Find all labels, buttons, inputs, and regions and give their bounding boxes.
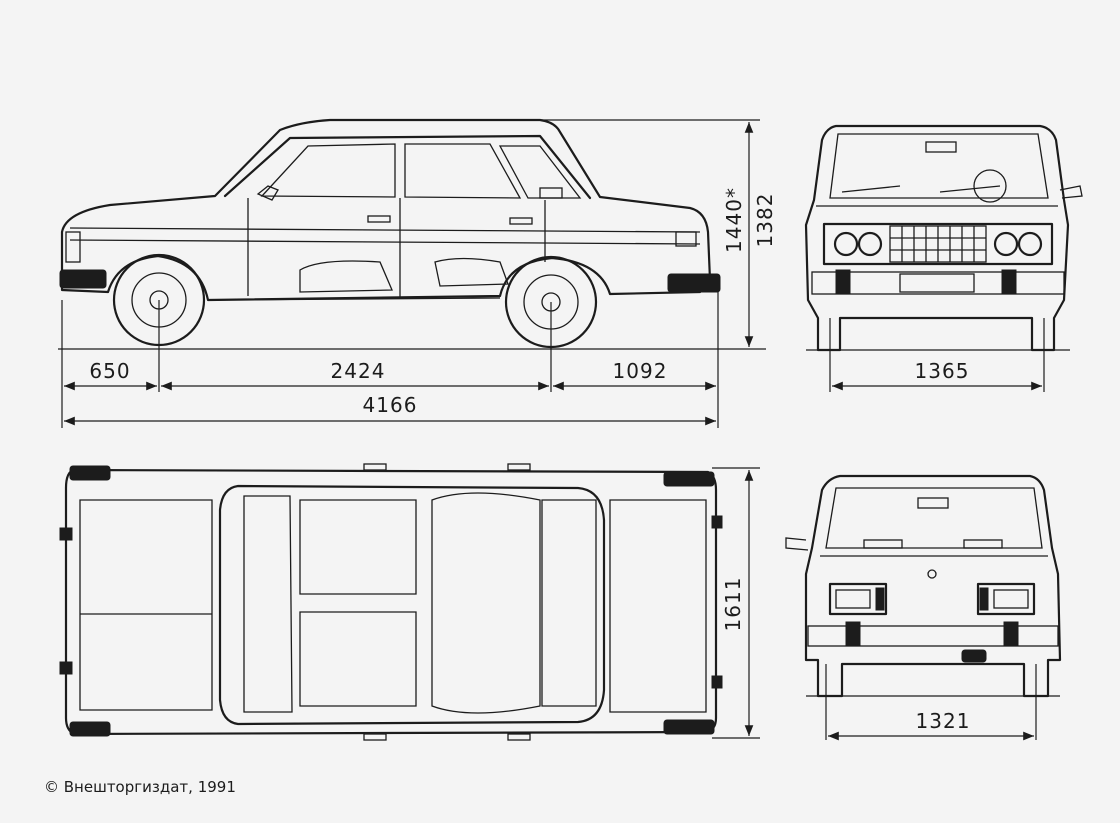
wheelbase-label: 2424 (331, 359, 386, 383)
copyright-caption: © Внешторгиздат, 1991 (44, 778, 236, 796)
front-overhang-label: 650 (89, 359, 130, 383)
width-dimension: 1611 (721, 470, 754, 736)
height-label: 1382 (753, 193, 777, 248)
top-view (59, 463, 760, 741)
rear-view (785, 474, 1062, 740)
rear-track-label: 1321 (916, 709, 971, 733)
overall-length-label: 4166 (363, 393, 418, 417)
height-dimensions: 1440* 1382 (540, 119, 777, 347)
length-dimensions: 650 2424 1092 4166 (64, 359, 716, 426)
front-view (804, 124, 1083, 392)
rear-track-dimension: 1321 (828, 709, 1034, 741)
rear-overhang-label: 1092 (613, 359, 668, 383)
front-track-label: 1365 (915, 359, 970, 383)
overall-width-label: 1611 (721, 577, 745, 632)
height-loaded-label: 1440* (722, 187, 746, 253)
side-view (58, 118, 766, 428)
front-track-dimension: 1365 (832, 359, 1042, 391)
